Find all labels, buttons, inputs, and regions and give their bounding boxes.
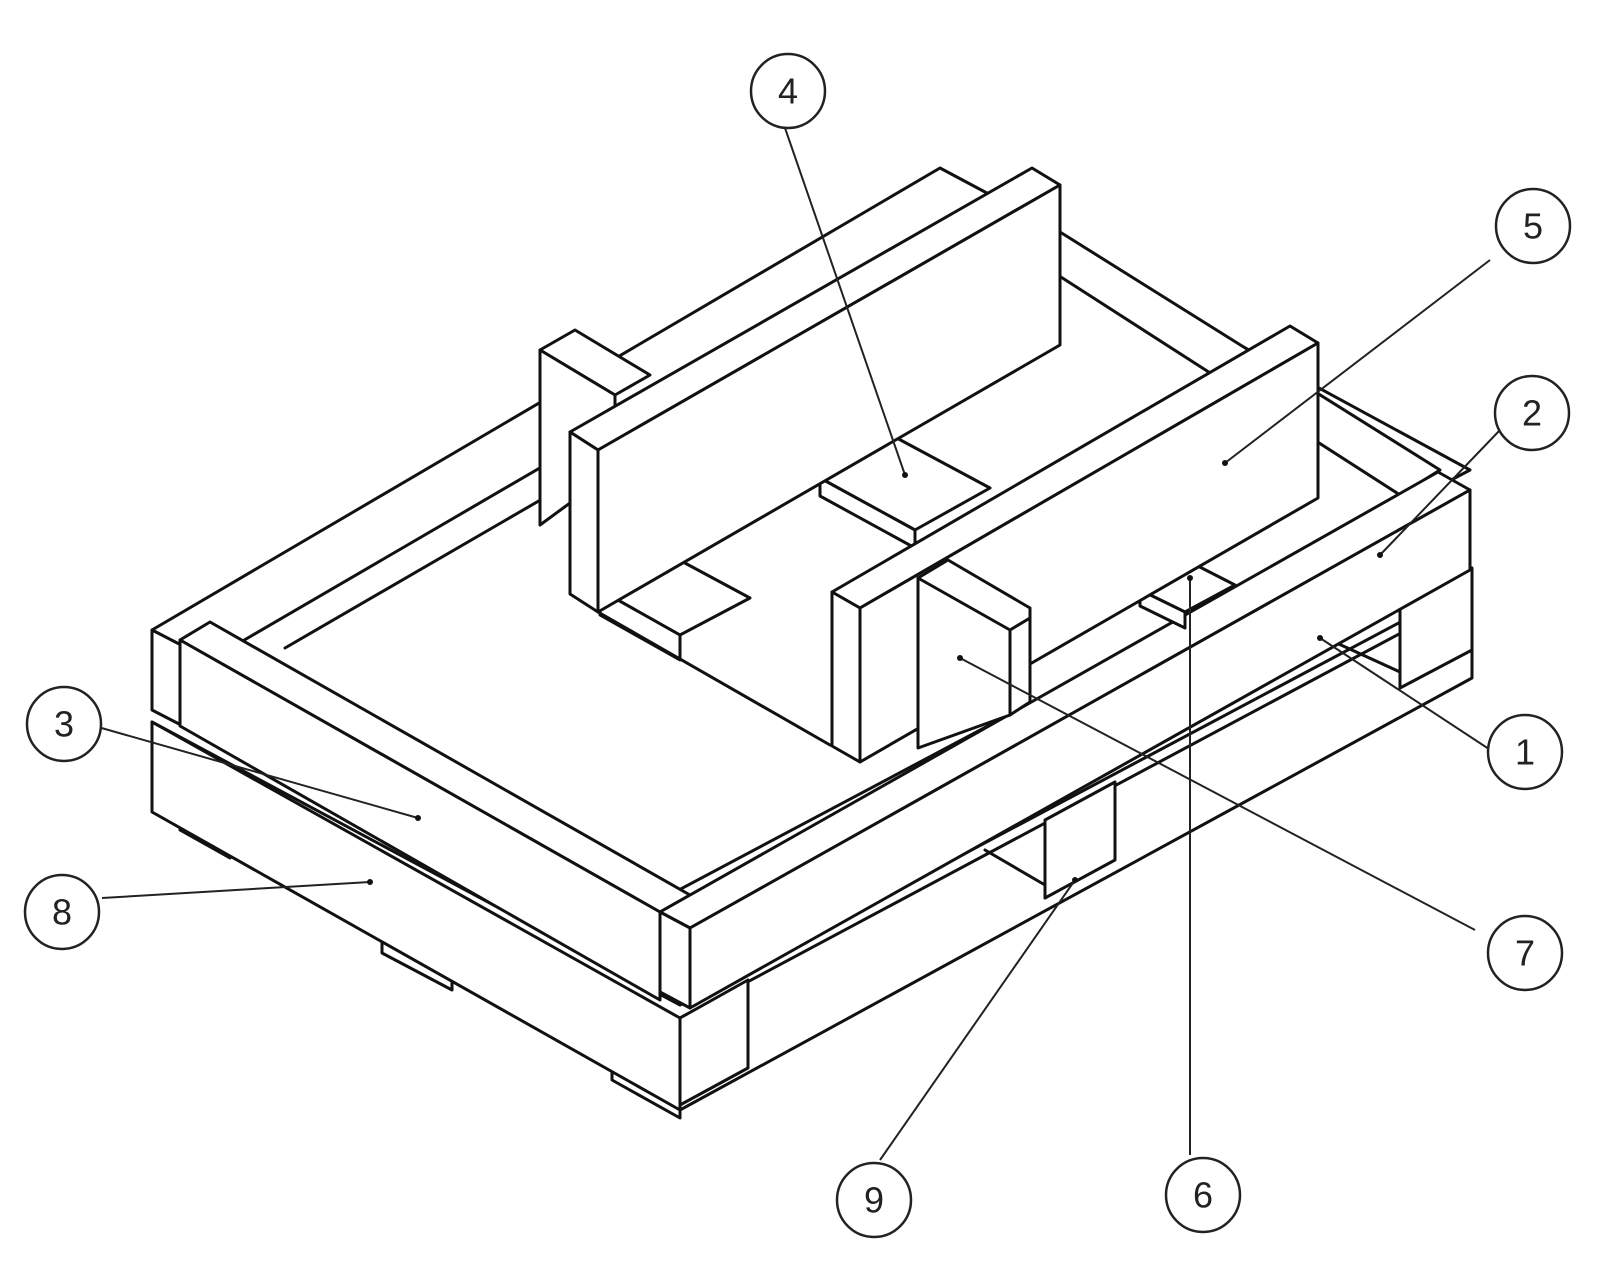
left-panel-edge [568,430,600,614]
callout-6: 6 [1164,1156,1242,1234]
right-panel-edge [830,590,862,764]
base-block-front [678,978,750,1107]
callout-1-label: 1 [1515,732,1535,773]
callout-4-label: 4 [778,71,798,112]
leader-3 [97,726,419,819]
callout-3-label: 3 [54,704,74,745]
vertical-panels [538,166,1320,764]
leader-8 [101,881,371,899]
callout-8-label: 8 [52,892,72,933]
leader-2 [1379,429,1501,556]
callout-5-label: 5 [1523,206,1543,247]
leader-9 [879,879,1076,1161]
leader-4 [784,127,906,476]
leader-1 [1319,637,1496,754]
leader-lines [97,127,1501,1161]
callout-balloons: 1 2 3 4 5 6 7 8 9 [23,52,1572,1239]
callout-7: 7 [1486,914,1564,992]
center-post-side [1008,616,1032,717]
callout-1: 1 [1486,713,1564,791]
leader-7 [959,657,1476,931]
callout-8: 8 [23,873,101,951]
base-block-center [1043,780,1117,900]
frame-front-corner-post [658,910,692,1010]
callout-9-label: 9 [864,1180,884,1221]
callout-3: 3 [25,685,103,763]
leader-5 [1224,259,1491,464]
pallet-base [150,566,1474,1120]
callout-4: 4 [749,52,827,130]
callout-9: 9 [835,1161,913,1239]
callout-5: 5 [1494,187,1572,265]
callout-2: 2 [1493,374,1571,452]
callout-2-label: 2 [1522,393,1542,434]
callout-6-label: 6 [1193,1175,1213,1216]
callout-7-label: 7 [1515,933,1535,974]
